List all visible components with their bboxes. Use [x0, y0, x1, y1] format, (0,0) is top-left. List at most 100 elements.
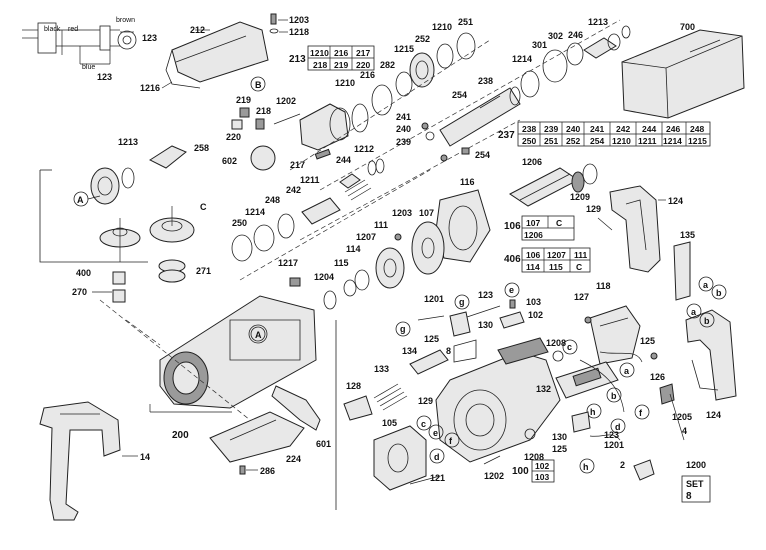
t237-r1-c2: 252: [566, 136, 580, 146]
part-130-switch-bracket: [449, 311, 471, 337]
part-102-plate: [499, 311, 525, 329]
callout-212: 212: [190, 25, 205, 35]
part-128-brush: [343, 395, 373, 421]
t213-r0-c2: 217: [356, 48, 370, 58]
part-224-bottom-cover: [209, 411, 305, 463]
callout-128: 128: [346, 381, 361, 391]
part-1203-screw-b: [394, 233, 402, 241]
part-270-b: [112, 289, 126, 303]
part-1210-ring: [351, 103, 369, 133]
callout-circle-c1: [562, 339, 578, 355]
t213-r1-c0: 218: [313, 60, 327, 70]
part-14-side-handle: [39, 401, 121, 521]
part-1215-ring: [395, 71, 413, 97]
part-258-piston: [148, 145, 187, 169]
callout-271: 271: [196, 266, 211, 276]
t237-r1-c0: 250: [522, 136, 536, 146]
callout-1216: 1216: [140, 83, 160, 93]
wire-label-blue: blue: [82, 64, 95, 71]
table-100: 100 102 103: [512, 459, 555, 483]
callout-220: 220: [226, 132, 241, 142]
part-125-screw-right: [650, 352, 658, 360]
part-134-brush-holder: [409, 349, 449, 375]
callout-1209: 1209: [570, 192, 590, 202]
callout-601: 601: [316, 439, 331, 449]
part-302: [566, 42, 584, 66]
callout-123-wiring-b: 123: [97, 72, 112, 82]
part-1217: [289, 277, 301, 287]
callout-circle-f1: [634, 404, 650, 420]
part-121-screw: [409, 475, 441, 485]
callout-circle-g1: [454, 294, 470, 310]
callout-1208-bottom: 1208: [524, 452, 544, 462]
callout-A-2: A: [255, 330, 262, 340]
wire-label-red: red: [68, 26, 78, 33]
part-1208-grommet-top: [552, 350, 564, 362]
part-1212: [367, 158, 385, 176]
part-105-field: [373, 425, 427, 491]
callout-14: 14: [140, 452, 150, 462]
t406-r1-c0: 114: [526, 262, 540, 272]
callout-270: 270: [72, 287, 87, 297]
callout-602: 602: [222, 156, 237, 166]
callout-circle-a3: [619, 362, 635, 378]
t406-r0-c2: 111: [574, 250, 588, 260]
part-135: [673, 241, 691, 301]
table-106: 106 107 C 1206: [504, 215, 575, 241]
part-1213-gear-assy: [90, 167, 135, 205]
callout-1210-b: 1210: [432, 22, 452, 32]
callout-2: 2: [620, 460, 625, 470]
callout-circle-e2: [428, 424, 444, 440]
callout-circle-a-right: [698, 276, 714, 292]
callout-254-a: 254: [452, 90, 467, 100]
part-248-ring: [277, 213, 295, 239]
part-114: [354, 269, 370, 291]
callout-1210-a: 1210: [335, 78, 355, 88]
part-1209: [582, 163, 598, 185]
callout-244: 244: [336, 155, 351, 165]
part-250-ring: [231, 234, 253, 262]
part-212-cover: [165, 21, 269, 89]
part-1218-washer: [269, 28, 279, 34]
t106-r0-c1: C: [556, 218, 562, 228]
t237-r1-c1: 251: [544, 136, 558, 146]
part-252-gear: [409, 52, 435, 88]
callout-124-top: 124: [668, 196, 683, 206]
part-1210-b: [436, 43, 454, 69]
wiring-schematic: black red brown blue 123 123: [22, 17, 157, 82]
part-8-plate: [453, 339, 477, 363]
callout-b-right: b: [716, 288, 722, 298]
part-2-plug: [633, 459, 655, 481]
set-line2: 8: [686, 491, 692, 502]
t406-r0-c1: 1207: [547, 250, 566, 260]
callout-116: 116: [460, 177, 475, 187]
callout-400: 400: [76, 268, 91, 278]
callout-circle-a2: [250, 326, 266, 342]
callout-1213-b: 1213: [118, 137, 138, 147]
callout-134: 134: [402, 346, 417, 356]
callout-b-right-2: b: [704, 316, 710, 326]
callout-circle-a-right2: [686, 303, 702, 319]
part-239: [440, 154, 448, 162]
callout-240: 240: [396, 124, 411, 134]
t237-r0-c7: 248: [690, 124, 704, 134]
callout-circle-b-right: [711, 284, 727, 300]
callout-124-right: 124: [706, 410, 721, 420]
part-1214-ring: [520, 70, 540, 98]
part-133-spring: [373, 383, 408, 411]
part-1213-ring: [621, 25, 631, 39]
part-bevel-gear: [149, 206, 195, 243]
callout-133: 133: [374, 364, 389, 374]
part-124-handle-half: [609, 185, 661, 273]
callout-250: 250: [232, 218, 247, 228]
part-1214-ring-b: [253, 224, 275, 252]
t237-r1-c6: 1214: [663, 136, 682, 146]
callout-107: 107: [419, 208, 434, 218]
callout-1215: 1215: [394, 44, 414, 54]
callout-237: 237: [498, 130, 515, 141]
callout-248: 248: [265, 195, 280, 205]
part-254: [461, 147, 470, 155]
callout-115: 115: [334, 258, 349, 268]
part-1203-screw: [270, 13, 277, 25]
part-301: [542, 49, 568, 83]
